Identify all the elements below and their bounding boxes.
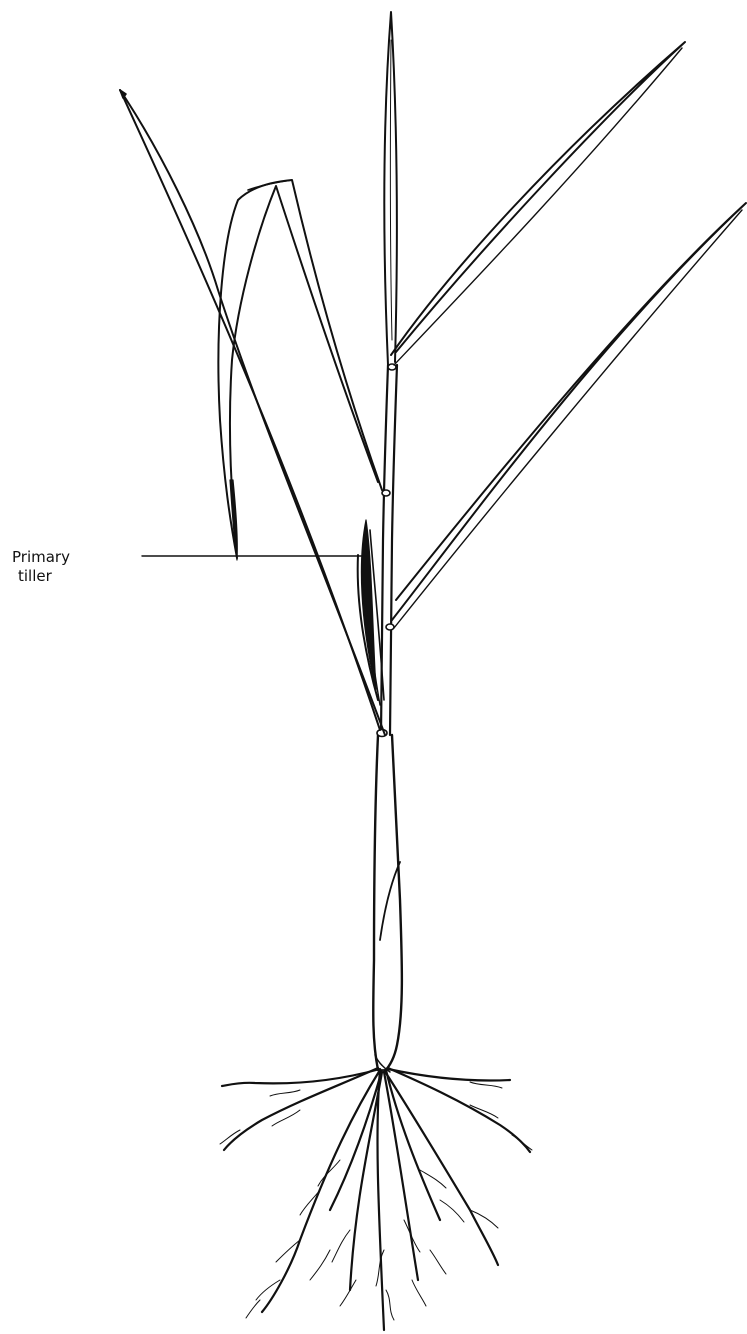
left-long-leaf-edge [120, 90, 385, 735]
lower-sheath [373, 735, 402, 1072]
lower-right-leaf [392, 203, 746, 620]
primary-tiller-label-line2: tiller [18, 567, 52, 586]
root-system [222, 1068, 530, 1330]
lower-right-leaf-edge [394, 210, 742, 628]
drooping-leaf-inner [230, 186, 378, 540]
primary-tiller-label: Primary [12, 548, 70, 567]
main-stem [381, 365, 397, 735]
drooping-leaf-fold [248, 180, 292, 190]
upper-right-leaf-edge [394, 48, 682, 365]
upper-right-leaf [391, 42, 685, 355]
left-long-leaf [120, 90, 380, 730]
flag-leaf-midrib [390, 40, 392, 340]
